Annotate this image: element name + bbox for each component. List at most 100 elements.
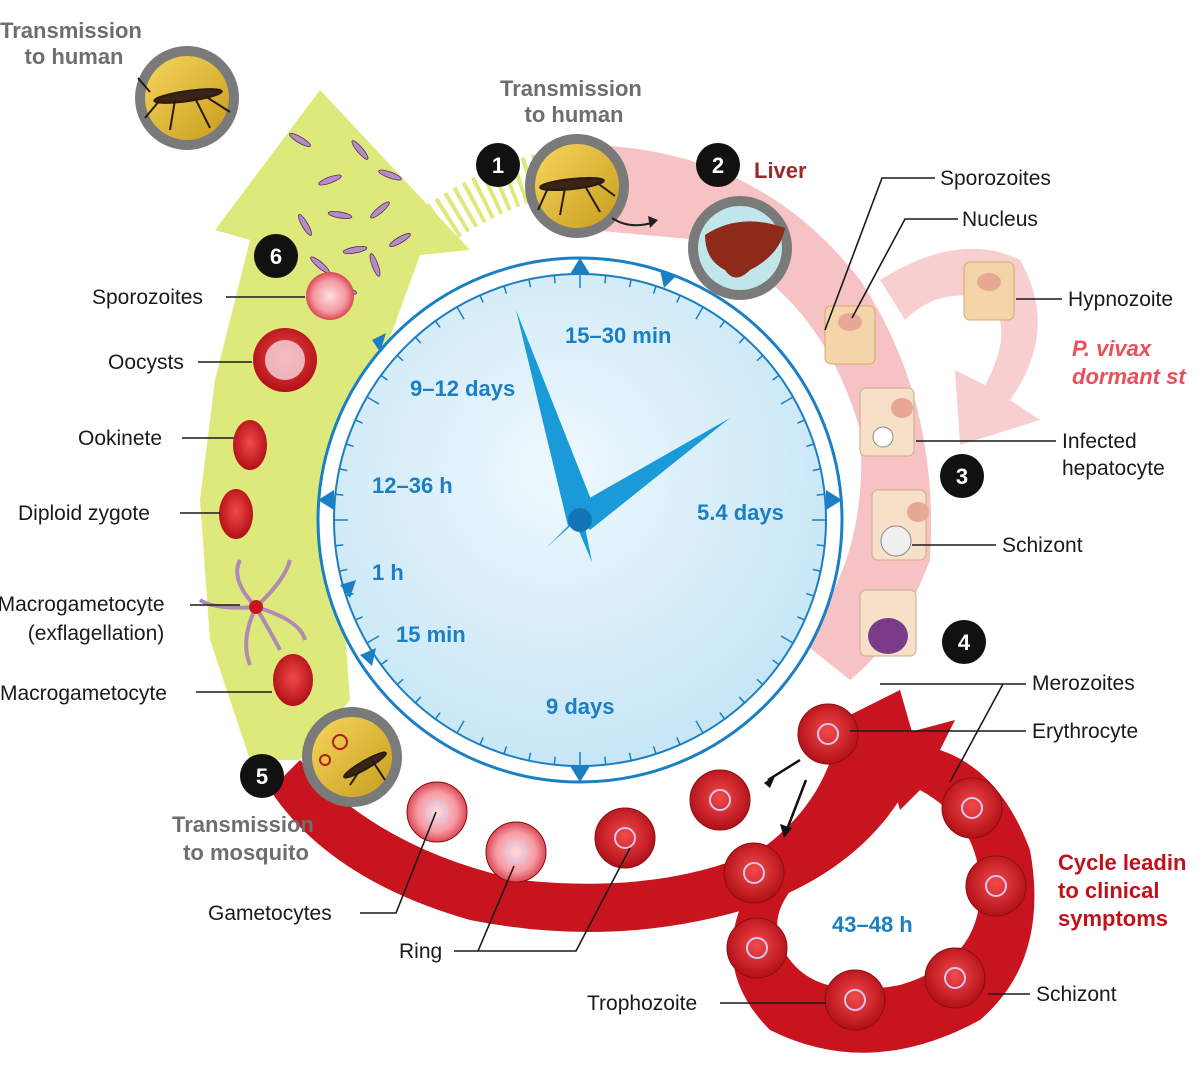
clock-tick (738, 336, 746, 344)
ring-cell (485, 821, 547, 883)
exflagellation-cell (198, 559, 307, 666)
clock-tick (780, 396, 794, 405)
transmission-label-top: Transmission to human (500, 76, 648, 127)
ring-cell (594, 807, 656, 869)
label-ring: Ring (399, 940, 442, 963)
clock-label-15min: 15 min (396, 622, 466, 647)
infected-hepatocyte-cell (859, 387, 915, 457)
trophozoite-cell (824, 969, 886, 1031)
clock-tick (335, 544, 344, 547)
label-oocysts: Oocysts (108, 351, 184, 374)
clock-hour-hand (572, 418, 730, 530)
erythrocyte-cell (797, 703, 859, 765)
parasite-ring (709, 789, 731, 811)
schizont-liver-cell (871, 489, 929, 561)
arrowhead-icon (648, 216, 658, 228)
mosquito-icon (343, 751, 387, 786)
clock-tick (503, 285, 508, 294)
clock-tick (816, 544, 825, 547)
macrogametocyte-cell (273, 654, 313, 706)
clock-tick (380, 374, 388, 381)
svg-text:2: 2 (712, 153, 724, 178)
transmission-label-top-left: Transmission to human (0, 18, 148, 69)
clock-tick (797, 419, 806, 424)
clock-tick (738, 696, 746, 704)
clock-tick (553, 756, 556, 765)
transmission-label-mosquito: Transmission to mosquito (172, 812, 320, 865)
clock-marker (660, 270, 676, 288)
sporozoite (342, 245, 368, 255)
clock-tick (434, 320, 441, 328)
sporozoite (389, 233, 411, 247)
leader-line (360, 811, 437, 914)
male-symbol: ♂ (540, 813, 563, 843)
clock-tick (695, 306, 704, 320)
clock-tick (553, 275, 556, 284)
label-macrogametocyte-exflagellation: Macrogametocyte (exflagellation) (0, 593, 170, 645)
clock-tick (780, 635, 794, 644)
clock-tick (652, 746, 657, 755)
label-hypnozoite: Hypnozoite (1068, 288, 1173, 311)
parasite-icon (319, 754, 331, 766)
label-erythrocyte: Erythrocyte (1032, 720, 1138, 743)
clock-tick (414, 336, 422, 344)
clock-tick (380, 659, 388, 666)
hepatocyte-sporozoite (824, 305, 876, 365)
sporozoite (369, 253, 381, 277)
clock-tick (628, 279, 632, 288)
clock-label-12-36h: 12–36 h (372, 473, 453, 498)
label-merozoites: Merozoites (1032, 672, 1135, 695)
clock-tick (414, 696, 422, 704)
clock-tick (604, 756, 607, 765)
parasite-ring (817, 723, 839, 745)
mosquito-badge-top-left (135, 46, 239, 150)
leader-line (824, 177, 935, 331)
parasite-ring (614, 827, 636, 849)
svg-text:3: 3 (956, 464, 968, 489)
liver-badge (688, 196, 792, 300)
clock-tick (396, 678, 404, 686)
clock-tick (806, 592, 815, 597)
leader-line (477, 865, 515, 952)
clock-label-9days: 9 days (546, 694, 615, 719)
clock-tick (676, 294, 681, 303)
clock-tick (335, 493, 344, 496)
step-badge-4: 4 (942, 620, 986, 664)
clock-tick (695, 720, 704, 734)
svg-text:5: 5 (256, 764, 268, 789)
clock-center (568, 508, 592, 532)
clock-tick (366, 635, 380, 644)
clock-label-1h: 1 h (372, 560, 404, 585)
clock-tick (772, 374, 780, 381)
clock-tick (797, 616, 806, 621)
parasite-ring (944, 967, 966, 989)
step-badge-3: 3 (940, 454, 984, 498)
step-badge-6: 6 (254, 234, 298, 278)
arrowhead-icon (780, 824, 792, 838)
label-diploid-zygote: Diploid zygote (18, 502, 150, 525)
clock-tick (719, 712, 726, 720)
parasite-ring (985, 875, 1007, 897)
sporozoite (378, 169, 402, 181)
schizont-blood-cell (924, 947, 986, 1009)
blood-stage-cells (406, 703, 1027, 1031)
label-ookinete: Ookinete (78, 427, 162, 450)
clock-minute-hand (516, 310, 596, 526)
sporozoite (298, 214, 312, 236)
mosquito-badge-transmission-mosquito (302, 707, 402, 807)
merozoite-arrow (784, 779, 808, 833)
oocyst-cell (253, 328, 317, 392)
clock-tick (676, 737, 681, 746)
clock-tick (456, 720, 465, 734)
label-trophozoite: Trophozoite (587, 992, 697, 1015)
clock-tick (479, 294, 484, 303)
clock-tick (479, 737, 484, 746)
svg-text:4: 4 (958, 630, 971, 655)
svg-text:1: 1 (492, 153, 504, 178)
clock-tick (354, 616, 363, 621)
label-sporozoites-mosquito: Sporozoites (92, 286, 203, 309)
clock-tick (339, 468, 348, 472)
label-dormant-stage: P. vivax dormant st (1072, 336, 1187, 389)
schizont-blood-cell (941, 777, 1003, 839)
